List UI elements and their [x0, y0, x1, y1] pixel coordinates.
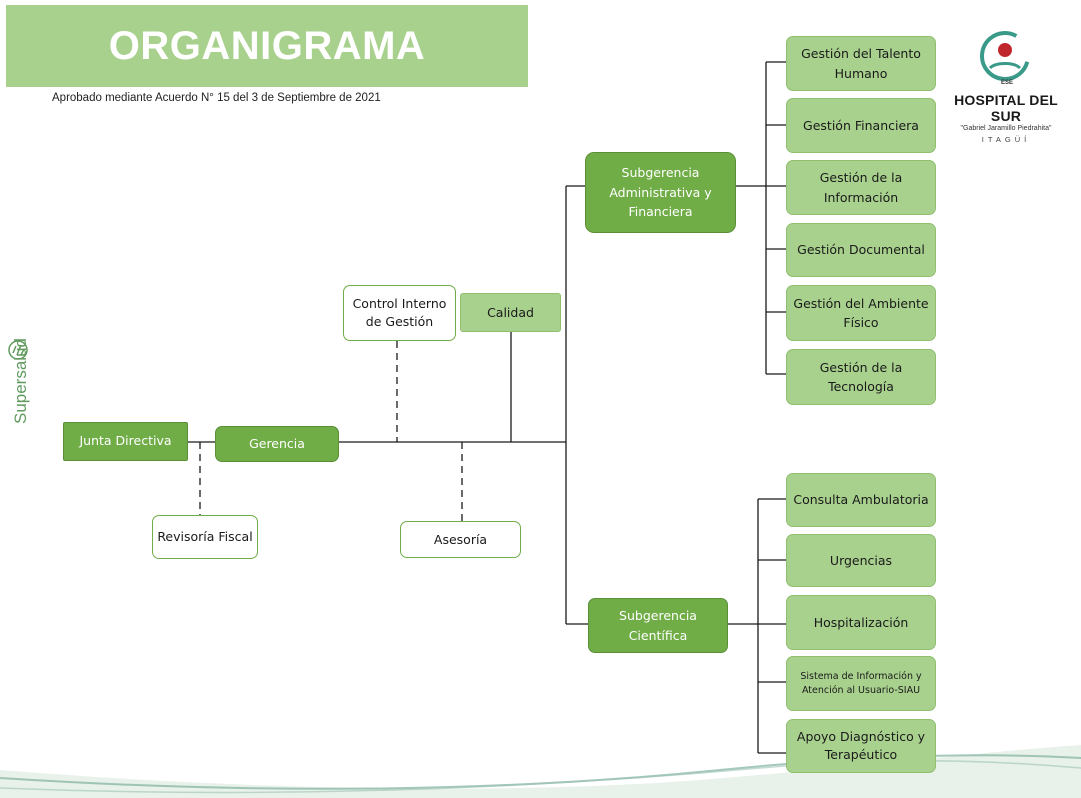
node-gestion-financiera: Gestión Financiera	[786, 98, 936, 153]
node-gestion-ambiente-fisico: Gestión del Ambiente Físico	[786, 285, 936, 341]
node-junta-directiva: Junta Directiva	[63, 422, 188, 461]
node-gestion-documental: Gestión Documental	[786, 223, 936, 277]
node-gerencia: Gerencia	[215, 426, 339, 462]
node-hospitalizacion: Hospitalización	[786, 595, 936, 650]
logo-quote: "Gabriel Jaramillo Piedrahita"	[960, 125, 1052, 132]
node-gestion-tecnologia: Gestión de la Tecnología	[786, 349, 936, 405]
node-gestion-talento-humano: Gestión del Talento Humano	[786, 36, 936, 91]
node-revisoria-fiscal: Revisoría Fiscal	[152, 515, 258, 559]
node-calidad: Calidad	[460, 293, 561, 332]
page-title: ORGANIGRAMA	[6, 5, 528, 87]
node-subgerencia-cientifica: Subgerencia Científica	[588, 598, 728, 653]
node-apoyo-diagnostico: Apoyo Diagnóstico y Terapéutico	[786, 719, 936, 773]
node-gestion-informacion: Gestión de la Información	[786, 160, 936, 215]
node-urgencias: Urgencias	[786, 534, 936, 587]
hospital-logo: HOSPITAL DEL SUR "Gabriel Jaramillo Pied…	[942, 92, 1070, 144]
logo-name: HOSPITAL DEL SUR	[954, 92, 1058, 124]
node-control-interno: Control Interno de Gestión	[343, 285, 456, 341]
node-asesoria: Asesoría	[400, 521, 521, 558]
node-siau: Sistema de Información y Atención al Usu…	[786, 656, 936, 711]
node-consulta-ambulatoria: Consulta Ambulatoria	[786, 473, 936, 527]
logo-ese-label: ESE	[1001, 80, 1014, 86]
approval-subtitle: Aprobado mediante Acuerdo N° 15 del 3 de…	[52, 92, 381, 104]
logo-city: ITAGÜÍ	[981, 135, 1031, 144]
node-subgerencia-administrativa: Subgerencia Administrativa y Financiera	[585, 152, 736, 233]
